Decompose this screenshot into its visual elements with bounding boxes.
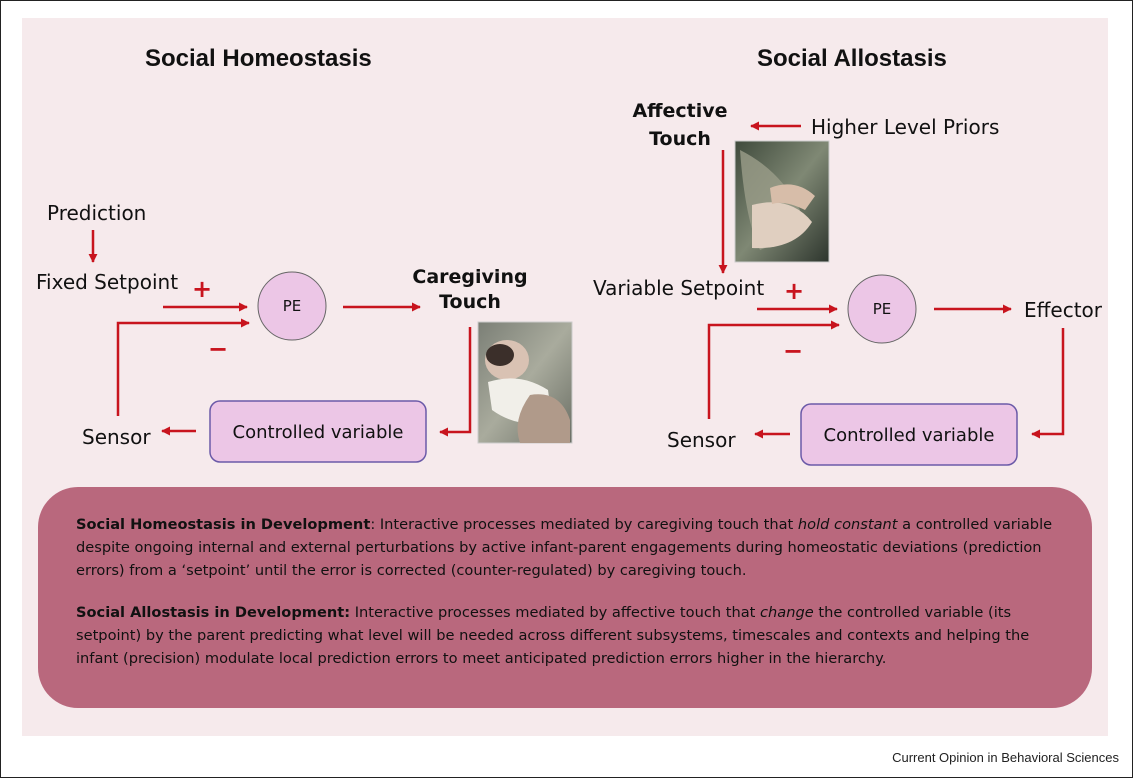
- left-sensor-label: Sensor: [82, 425, 151, 449]
- summary-box: Social Homeostasis in Development: Inter…: [38, 487, 1092, 708]
- left-plus-sign: +: [192, 275, 212, 303]
- caregiving-touch-line1: Caregiving: [412, 266, 527, 288]
- right-pe-node: [847, 274, 917, 344]
- homeostasis-definition: Social Homeostasis in Development: Inter…: [76, 513, 1074, 582]
- affective-touch-photo: [734, 140, 830, 263]
- homeostasis-text-a: : Interactive processes mediated by care…: [370, 516, 798, 533]
- allostasis-term: Social Allostasis in Development:: [76, 604, 351, 621]
- right-sensor-label: Sensor: [667, 428, 736, 452]
- left-minus-sign: −: [208, 335, 228, 363]
- effector-label: Effector: [1024, 298, 1103, 322]
- right-pe-label: PE: [873, 300, 892, 318]
- effector-to-controlled-arrow: [439, 327, 472, 437]
- right-sensor-feedback-arrow: [707, 320, 840, 419]
- right-plus-sign: +: [784, 277, 804, 305]
- higher-level-priors-label: Higher Level Priors: [811, 115, 999, 139]
- left-pe-label: PE: [283, 297, 302, 315]
- allostasis-definition: Social Allostasis in Development: Intera…: [76, 601, 1074, 670]
- homeostasis-text-b: a controlled variable despite ongoing in…: [76, 516, 1053, 579]
- journal-credit: Current Opinion in Behavioral Sciences: [892, 750, 1119, 765]
- caregiving-touch-photo: [477, 321, 573, 444]
- right-controlled-variable-box: [800, 403, 1018, 466]
- allostasis-text-a: Interactive processes mediated by affect…: [350, 604, 761, 621]
- homeostasis-title: Social Homeostasis: [145, 45, 372, 72]
- right-effector-to-controlled-arrow: [1031, 328, 1065, 439]
- homeostasis-emphasis: hold constant: [797, 516, 898, 533]
- homeostasis-term: Social Homeostasis in Development: [76, 516, 371, 533]
- affective-touch-line2: Touch: [649, 128, 711, 150]
- allostasis-emphasis: change: [760, 604, 814, 621]
- variable-setpoint-label: Variable Setpoint: [593, 276, 764, 300]
- right-minus-sign: −: [783, 337, 803, 365]
- left-pe-node: [257, 271, 327, 341]
- affective-touch-line1: Affective: [632, 100, 727, 122]
- fixed-setpoint-label: Fixed Setpoint: [36, 270, 178, 294]
- right-controlled-variable-label: Controlled variable: [824, 425, 995, 446]
- prediction-label: Prediction: [47, 201, 146, 225]
- sensor-feedback-arrow: [116, 318, 250, 416]
- allostasis-title: Social Allostasis: [757, 45, 947, 72]
- allostasis-text-b: the controlled variable (its setpoint) b…: [76, 604, 1030, 667]
- left-controlled-variable-label: Controlled variable: [233, 422, 404, 443]
- left-controlled-variable-box: [209, 400, 427, 463]
- caregiving-touch-line2: Touch: [439, 291, 501, 313]
